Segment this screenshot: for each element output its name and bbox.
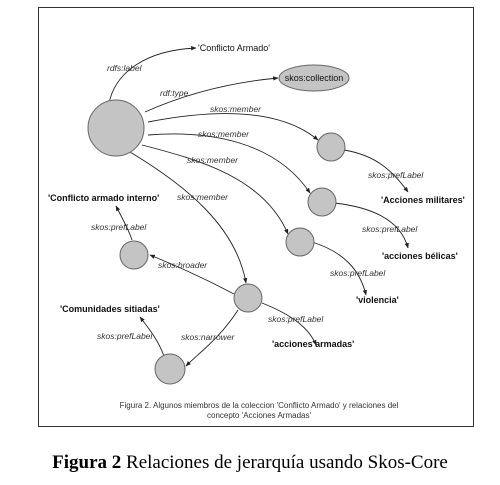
edge-label-rdfs-label: rdfs:label — [107, 63, 143, 73]
literal-comunidades-sitiadas: 'Comunidades sitiadas' — [60, 304, 160, 314]
class-node-label: skos:collection — [285, 73, 344, 83]
edge-label-member-4: skos:member — [177, 192, 229, 202]
literal-acciones-militares: 'Acciones militares' — [381, 195, 465, 205]
edge-member-1 — [147, 113, 319, 141]
edge-member-4 — [129, 151, 248, 284]
edge-preflabel-3 — [311, 241, 367, 296]
node-acciones-armadas — [233, 283, 263, 313]
node-acciones-belicas — [307, 187, 337, 217]
figure-frame — [38, 7, 474, 427]
literal-violencia: 'violencia' — [356, 295, 399, 305]
edge-rdfs-label — [107, 46, 197, 111]
edge-label-preflabel-3: skos:prefLabel — [330, 268, 386, 278]
edge-label-preflabel-4: skos:prefLabel — [91, 222, 147, 232]
inner-caption-line-1: Figura 2. Algunos miembros de la colecci… — [120, 401, 399, 410]
inner-caption-line-2: concepto 'Acciones Armadas' — [207, 411, 311, 420]
caption-text: Relaciones de jerarquía usando Skos-Core — [121, 452, 448, 473]
figure-caption: Figura 2 Relaciones de jerarquía usando … — [0, 452, 500, 474]
edge-label-preflabel-5: skos:prefLabel — [268, 314, 324, 324]
edge-label-member-1: skos:member — [210, 104, 262, 114]
edge-rdf-type — [144, 76, 279, 113]
node-acciones-militares — [316, 132, 346, 162]
edge-label-preflabel-6: skos:prefLabel — [97, 331, 153, 341]
edge-label-narrower: skos:narrower — [181, 332, 236, 342]
edge-label-member-2: skos:member — [198, 129, 250, 139]
literal-conflicto-interno: 'Conflicto armado interno' — [48, 193, 159, 203]
edge-broader — [149, 254, 235, 295]
literal-conflicto-armado: 'Conflicto Armado' — [198, 43, 270, 53]
node-violencia — [285, 227, 315, 257]
edge-preflabel-1 — [343, 149, 409, 193]
caption-label: Figura 2 — [52, 452, 122, 473]
edge-label-member-3: skos:member — [187, 155, 239, 165]
edge-label-preflabel-1: skos:prefLabel — [368, 170, 424, 180]
edge-label-rdf-type: rdf:type — [160, 88, 189, 98]
node-conflicto-armado — [87, 99, 145, 157]
edge-member-2 — [147, 133, 311, 194]
edge-narrower — [185, 309, 239, 367]
edge-label-broader: skos:broader — [158, 260, 208, 270]
edge-preflabel-6 — [139, 316, 165, 357]
literal-acciones-armadas: 'acciones armadas' — [272, 339, 354, 349]
node-comunidades-sitiadas — [154, 353, 186, 385]
edge-preflabel-5 — [261, 302, 317, 346]
node-conflicto-interno — [119, 240, 149, 270]
node-skos-collection — [278, 64, 350, 92]
edge-preflabel-2 — [333, 202, 409, 249]
edge-label-preflabel-2: skos:prefLabel — [362, 224, 418, 234]
edge-member-3 — [141, 144, 289, 235]
literal-acciones-belicas: 'acciones bélicas' — [382, 251, 458, 261]
edge-preflabel-4 — [115, 205, 133, 241]
